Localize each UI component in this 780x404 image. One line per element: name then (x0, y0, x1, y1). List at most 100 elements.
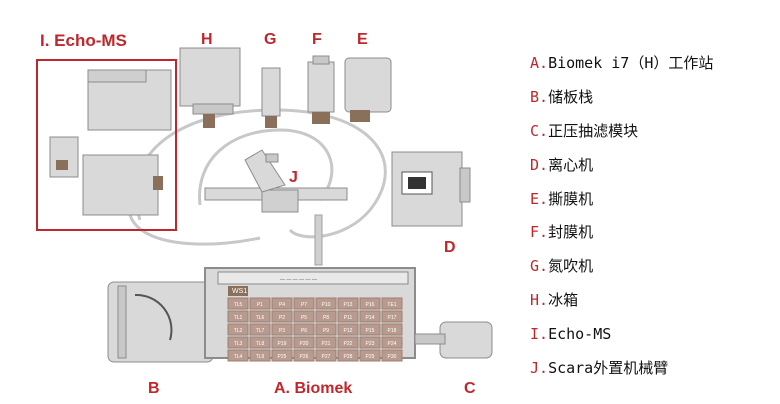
deck-position (359, 297, 381, 310)
deck-position (249, 297, 271, 310)
deck-position (249, 323, 271, 336)
deck-position-label: P7 (301, 302, 307, 308)
legend-text: 氮吹机 (548, 257, 594, 276)
legend-letter: G. (530, 257, 549, 276)
legend-letter: C. (530, 121, 549, 140)
deck-position-label: P5 (301, 315, 307, 321)
deck-position (271, 336, 293, 349)
deck-position (271, 323, 293, 336)
legend-item-e: E.撕膜机 (530, 188, 778, 222)
label-h: H (201, 31, 213, 48)
legend-text: 离心机 (548, 155, 594, 174)
plate-peeler-device (344, 57, 392, 122)
svg-text:— — — — — —: — — — — — — (280, 277, 317, 283)
deck-position-label: TL7 (256, 328, 265, 334)
deck-position-label: P13 (344, 302, 353, 308)
label-j: J (289, 169, 298, 186)
legend-text: 储板栈 (548, 87, 594, 106)
deck-position-label: TL6 (256, 315, 265, 321)
legend-item-g: G.氮吹机 (530, 255, 778, 289)
centrifuge-device (391, 151, 471, 227)
legend-item-j: J.Scara外置机械臂 (530, 357, 778, 391)
deck-position (227, 297, 249, 310)
legend-letter: J. (530, 359, 549, 378)
deck-position (315, 349, 337, 362)
legend-letter: F. (530, 223, 549, 242)
deck-position-label: P2 (279, 315, 285, 321)
deck-position-label: P23 (366, 341, 375, 347)
legend-letter: B. (530, 87, 549, 106)
deck-position-label: TL9 (256, 354, 265, 360)
deck-position-label: TL8 (256, 341, 265, 347)
deck-position-label: P14 (366, 315, 375, 321)
label-f: F (312, 31, 322, 48)
legend-letter: H. (530, 291, 549, 310)
deck-position (293, 336, 315, 349)
deck-position (337, 323, 359, 336)
deck-position (315, 297, 337, 310)
deck-position-label: P18 (388, 328, 397, 334)
deck-position (337, 310, 359, 323)
deck-position (315, 310, 337, 323)
deck-position-label: P22 (344, 341, 353, 347)
deck-position-label: P10 (322, 302, 331, 308)
scara-arm (204, 149, 348, 213)
nitrogen-blower-device (261, 67, 281, 128)
deck-position (381, 323, 403, 336)
deck-position-label: P12 (344, 328, 353, 334)
deck-position-label: P16 (366, 302, 375, 308)
deck-position-label: P9 (323, 328, 329, 334)
label-b: B (148, 380, 160, 397)
deck-position (227, 323, 249, 336)
plate-stacker-device (107, 281, 214, 363)
legend-letter: A. (530, 54, 549, 72)
fridge-device (179, 47, 241, 128)
deck-position (359, 349, 381, 362)
deck-position (227, 336, 249, 349)
deck-position-label: TE1 (387, 302, 396, 308)
deck-position (359, 310, 381, 323)
deck-position-label: P21 (322, 341, 331, 347)
legend-item-a: A.Biomek i7（H）工作站 (530, 52, 778, 86)
deck-position-label: P4 (279, 302, 285, 308)
robot-arm-reach-rings (128, 108, 387, 246)
deck-position (359, 336, 381, 349)
plate-sealer-device (307, 55, 335, 124)
legend-text: Echo-MS (548, 325, 612, 344)
deck-position (381, 310, 403, 323)
deck-position (315, 336, 337, 349)
legend: A.Biomek i7（H）工作站 B.储板栈 C.正压抽滤模块 D.离心机 E… (530, 52, 778, 391)
deck-position-label: P3 (279, 328, 285, 334)
deck-position-label: TL1 (234, 315, 243, 321)
stacker-carousel (134, 293, 173, 341)
deck-position (381, 349, 403, 362)
deck-position (293, 349, 315, 362)
deck-position (293, 323, 315, 336)
deck-position (381, 297, 403, 310)
deck-position-label: P1 (257, 302, 263, 308)
deck-position-label: TL4 (234, 354, 243, 360)
deck-position (249, 310, 271, 323)
deck-position (315, 323, 337, 336)
legend-text: 封膜机 (548, 223, 594, 242)
legend-text: 冰箱 (548, 291, 579, 310)
deck-position (227, 349, 249, 362)
deck-position-label: P8 (323, 315, 329, 321)
deck-position-label: P19 (278, 341, 287, 347)
deck-position-label: P17 (388, 315, 397, 321)
label-echo-ms: I. Echo-MS (40, 31, 127, 50)
deck-position-label: P28 (344, 354, 353, 360)
deck-position-label: P26 (300, 354, 309, 360)
legend-text: Biomek i7（H）工作站 (548, 54, 714, 72)
label-g: G (264, 31, 276, 48)
deck-position-label: TL5 (234, 302, 243, 308)
deck-position (293, 310, 315, 323)
legend-item-f: F.封膜机 (530, 221, 778, 255)
legend-letter: D. (530, 155, 549, 174)
deck-position-label: TL2 (234, 328, 243, 334)
deck-position (337, 336, 359, 349)
deck-position-label: P25 (278, 354, 287, 360)
deck-position (381, 336, 403, 349)
deck-header: WS1 (232, 288, 247, 295)
